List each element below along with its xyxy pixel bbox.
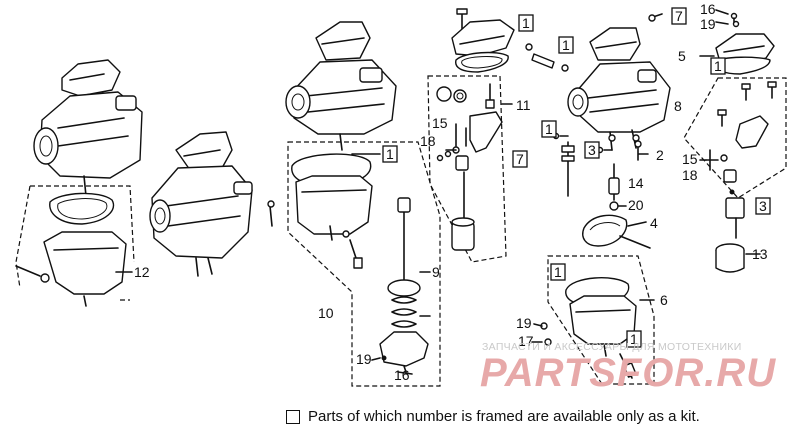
callout-18b: 18 [682,167,698,183]
callout-15b: 15 [682,151,698,167]
legend: Parts of which number is framed are avai… [286,408,700,425]
callout-3b: 3 [759,198,767,214]
callout-box-1e [710,57,726,75]
callout-13: 13 [752,246,768,262]
callout-1e: 1 [714,58,722,74]
callout-7b: 7 [516,151,524,167]
callout-box-1a [518,14,534,32]
callout-16b: 16 [394,367,410,383]
callout-10: 10 [318,305,334,321]
callout-19b: 19 [516,315,532,331]
callout-4: 4 [650,215,658,231]
left-carburetor-assembly [15,59,143,307]
callout-box-7a [671,7,687,25]
callout-1g: 1 [630,331,638,347]
callout-box-1g [626,330,642,348]
watermark-tagline: ЗАПЧАСТИ И АКСЕССУАРЫ ДЛЯ МОТОТЕХНИКИ [482,341,742,353]
callout-18a: 18 [420,133,436,149]
callout-box-1c [382,145,398,163]
callout-9: 9 [432,264,440,280]
callout-2: 2 [656,147,664,163]
callout-11: 11 [516,97,531,113]
watermark-brand: PARTSFOR.RU [480,351,776,395]
slide-assembly [427,8,515,263]
right-slide-group [648,12,787,273]
callout-6: 6 [660,292,668,308]
callout-15a: 15 [432,115,448,131]
callout-box-7b [512,150,528,168]
callout-3a: 3 [588,142,596,158]
callout-1a: 1 [522,15,530,31]
callout-7a: 7 [675,8,683,24]
legend-text: Parts of which number is framed are avai… [308,408,700,425]
callout-20: 20 [628,197,644,213]
callout-1f: 1 [554,264,562,280]
callout-box-1f [550,263,566,281]
callout-14: 14 [628,175,644,191]
callout-box-3b [755,197,771,215]
center-carburetor-assembly [285,21,441,387]
callout-box-3a [584,141,600,159]
callout-19c: 19 [356,351,372,367]
callout-12: 12 [134,264,150,280]
callout-19a: 19 [700,16,716,32]
callout-1d: 1 [545,121,553,137]
callout-17: 17 [518,333,534,349]
callout-1c: 1 [386,146,394,162]
callout-box-1d [541,120,557,138]
middle-left-carburetor [149,131,275,277]
callout-5: 5 [678,48,686,64]
framed-number-box-icon [286,409,300,424]
callout-1b: 1 [562,37,570,53]
callout-box-1b [558,36,574,54]
right-center-carburetor [525,27,671,249]
callout-16a: 16 [700,1,716,17]
callout-8: 8 [674,98,682,114]
